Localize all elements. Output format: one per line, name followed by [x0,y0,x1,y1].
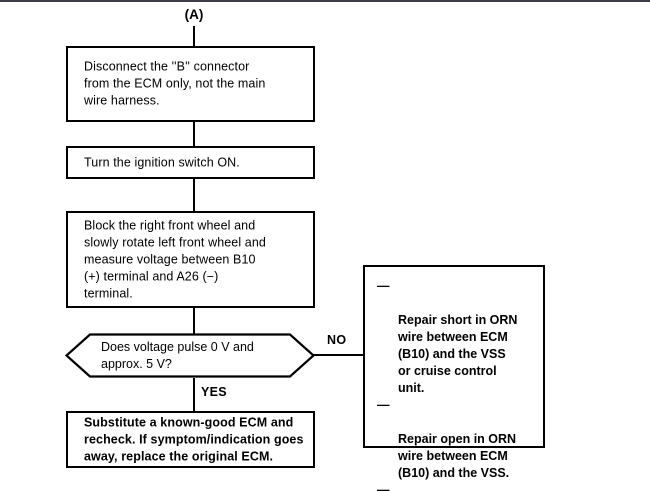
bullet-dash: — [377,398,390,412]
branch-label-yes: YES [201,385,227,399]
connector-entry-to-step1 [193,26,195,46]
decision-hexagon-shape [65,333,315,378]
list-item-text: Repair short in ORN wire between ECM (B1… [398,313,518,395]
connector-no-branch [313,354,365,356]
connector-yes-branch [193,378,195,411]
list-item: — Repair short in ORN wire between ECM (… [377,278,535,397]
entry-connector-label: (A) [184,7,204,22]
list-item-text: Repair open in ORN wire between ECM (B10… [398,432,517,480]
connector-step1-to-step2 [193,122,195,146]
decision-voltage-pulse: Does voltage pulse 0 V and approx. 5 V? [65,333,315,378]
list-item: — If wire is OK, test the VSS. [377,482,535,491]
step-block-wheel-measure: Block the right front wheel and slowly r… [66,211,315,308]
list-item: — Repair open in ORN wire between ECM (B… [377,397,535,482]
outcome-substitute-ecm: Substitute a known-good ECM and recheck.… [66,411,315,468]
step-ignition-on: Turn the ignition switch ON. [66,146,315,179]
outcome-repair-actions: — Repair short in ORN wire between ECM (… [363,265,545,491]
step-disconnect-b-connector-text: Disconnect the ''B'' connector from the … [84,59,266,108]
step-disconnect-b-connector: Disconnect the ''B'' connector from the … [66,46,315,122]
step-ignition-on-text: Turn the ignition switch ON. [84,155,240,169]
step-block-wheel-measure-text: Block the right front wheel and slowly r… [84,218,266,300]
page-top-rule [0,0,650,2]
repair-actions-list: — Repair short in ORN wire between ECM (… [377,278,535,491]
connector-step2-to-step3 [193,179,195,211]
bullet-dash: — [377,279,390,293]
decision-voltage-pulse-text: Does voltage pulse 0 V and approx. 5 V? [101,339,254,371]
branch-label-no: NO [327,333,347,347]
outcome-substitute-ecm-text: Substitute a known-good ECM and recheck.… [84,415,304,463]
connector-step3-to-decision [193,308,195,334]
bullet-dash: — [377,483,390,491]
